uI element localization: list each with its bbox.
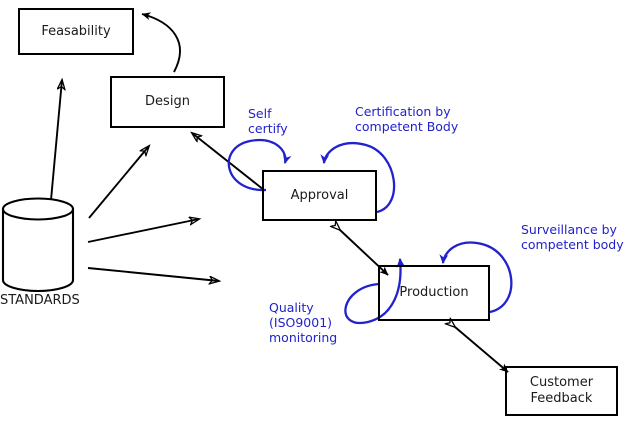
edge-standards-to-feasability [50, 80, 62, 201]
loop-quality-monitoring [344, 257, 406, 325]
node-approval[interactable]: Approval [262, 170, 377, 221]
node-standards-label: STANDARDS [0, 293, 80, 308]
standards-cylinder-shape [1, 197, 75, 293]
loop-certification [320, 142, 396, 214]
edge-design-to-feasability [141, 12, 181, 73]
annotation-quality-iso9001-monitoring: Quality (ISO9001) monitoring [269, 300, 338, 345]
node-production-label: Production [399, 285, 469, 300]
edge-production-to-customer-feedback [455, 327, 509, 373]
annotation-self-certify: Self certify [248, 106, 288, 136]
annotation-surveillance-by-competent-body: Surveillance by competent body [521, 222, 624, 252]
node-customer-feedback-label: Customer Feedback [529, 375, 594, 406]
loop-surveillance [439, 241, 513, 314]
node-customer-feedback[interactable]: Customer Feedback [505, 366, 618, 416]
annotation-certification-by-competent-body: Certification by competent Body [355, 104, 459, 134]
edge-standards-to-production [87, 267, 219, 281]
edge-production-to-approval [340, 230, 389, 276]
node-feasability[interactable]: Feasability [18, 8, 134, 55]
node-design-label: Design [145, 94, 190, 109]
node-feasability-label: Feasability [41, 23, 111, 39]
node-design[interactable]: Design [110, 76, 225, 128]
loop-self-certify [227, 138, 292, 192]
node-production[interactable]: Production [378, 265, 490, 321]
node-approval-label: Approval [290, 187, 349, 203]
edge-standards-to-approval [87, 219, 199, 243]
edge-standards-to-design [88, 146, 149, 219]
